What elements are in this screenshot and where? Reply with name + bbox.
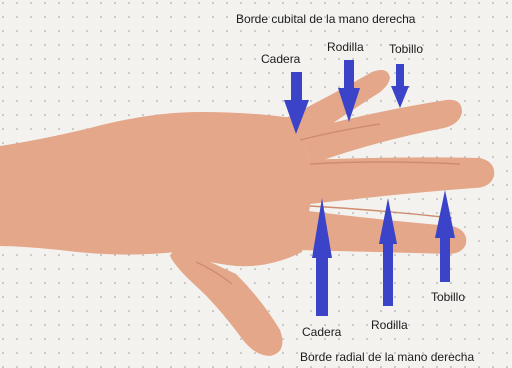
top-cadera-label: Cadera — [261, 52, 301, 66]
arrow-bottom-tobillo — [435, 190, 455, 282]
arrow-top-cadera — [284, 72, 309, 134]
ring-finger — [298, 99, 462, 164]
arrow-bottom-cadera — [312, 198, 332, 316]
thumb-crease — [195, 261, 233, 285]
top-tobillo-label: Tobillo — [389, 42, 424, 56]
thumb — [170, 246, 283, 356]
arrow-top-tobillo — [391, 64, 409, 108]
bottom-cadera-label: Cadera — [302, 325, 342, 339]
bottom-rodilla-label: Rodilla — [371, 318, 408, 332]
index-finger — [296, 210, 467, 254]
finger-gap-shadow-2 — [309, 161, 461, 165]
finger-gap-shadow-3 — [309, 205, 453, 219]
bottom-edge-title: Borde radial de la mano derecha — [300, 350, 475, 364]
finger-gap-shadow-1 — [299, 123, 381, 141]
middle-finger — [306, 157, 495, 204]
right-hand — [0, 70, 495, 356]
bottom-tobillo-label: Tobillo — [431, 290, 466, 304]
little-finger — [286, 70, 390, 144]
arrow-bottom-rodilla — [379, 198, 397, 306]
top-edge-title: Borde cubital de la mano derecha — [236, 12, 416, 26]
top-rodilla-label: Rodilla — [327, 40, 364, 54]
arrow-top-rodilla — [338, 60, 360, 122]
palm — [0, 112, 312, 267]
